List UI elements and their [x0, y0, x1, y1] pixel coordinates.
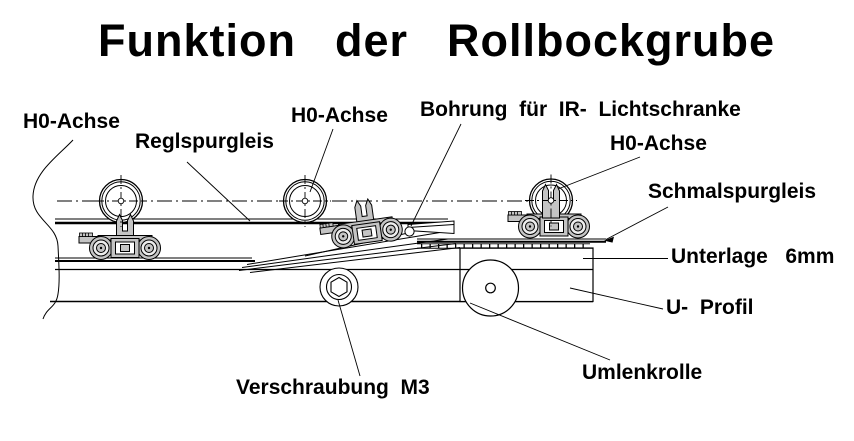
- leader-reglspurgleis: [186, 161, 251, 222]
- label-h0-achse-right: H0-Achse: [610, 132, 707, 155]
- label-schmalspurgleis: Schmalspurgleis: [648, 180, 817, 203]
- narrow-gauge-track: [417, 238, 606, 249]
- label-bohrung-ir-lichtschranke: Bohrung für IR- Lichtschranke: [420, 98, 741, 121]
- leader-lines: [186, 123, 669, 377]
- leader-arrowhead: [604, 236, 614, 243]
- label-unterlage-6mm: Unterlage 6mm: [671, 245, 835, 268]
- label-h0-achse-left: H0-Achse: [23, 110, 120, 133]
- leader-bohrung-ir: [410, 123, 462, 227]
- leader-u-profil: [569, 287, 664, 310]
- rollbock-left: [79, 215, 161, 260]
- page-title: Funktion der Rollbockgrube: [98, 15, 776, 66]
- rollbock-middle-on-ramp: [317, 195, 404, 251]
- break-line-left: [32, 139, 74, 320]
- label-h0-achse-middle: H0-Achse: [291, 104, 388, 127]
- label-reglspurgleis: Reglspurgleis: [135, 130, 274, 153]
- label-verschraubung-m3: Verschraubung M3: [236, 376, 430, 399]
- deflection-pulley: [461, 259, 520, 317]
- lifting-ramp-lines: [238, 230, 461, 273]
- leader-h0-achse-mid: [309, 128, 334, 193]
- leader-verschraubung: [337, 299, 361, 377]
- label-u-profil: U- Profil: [666, 296, 754, 319]
- ir-hole: [404, 226, 415, 237]
- leader-schmalspurgleis: [605, 206, 669, 240]
- leader-umlenkrolle: [469, 302, 611, 361]
- label-umlenkrolle: Umlenkrolle: [582, 361, 703, 384]
- m3-screw: [319, 267, 359, 307]
- leader-h0-achse-right: [557, 156, 641, 190]
- hex-nut: [330, 276, 348, 298]
